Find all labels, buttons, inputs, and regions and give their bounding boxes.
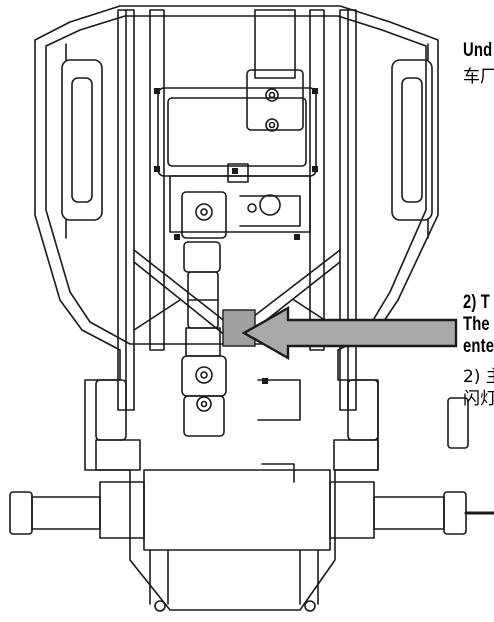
pointer-arrow [241,305,458,361]
text-line-4: The [463,314,490,335]
text-line-7: 闪灯 [463,389,494,409]
text-line-3: 2) T [463,292,490,313]
text-line-5: ente [463,336,494,357]
text-line-6: 2) 主 [463,367,494,387]
highlight-box [222,309,256,347]
text-line-2: 车厂 [463,67,494,87]
text-line-1: Und [463,40,493,61]
